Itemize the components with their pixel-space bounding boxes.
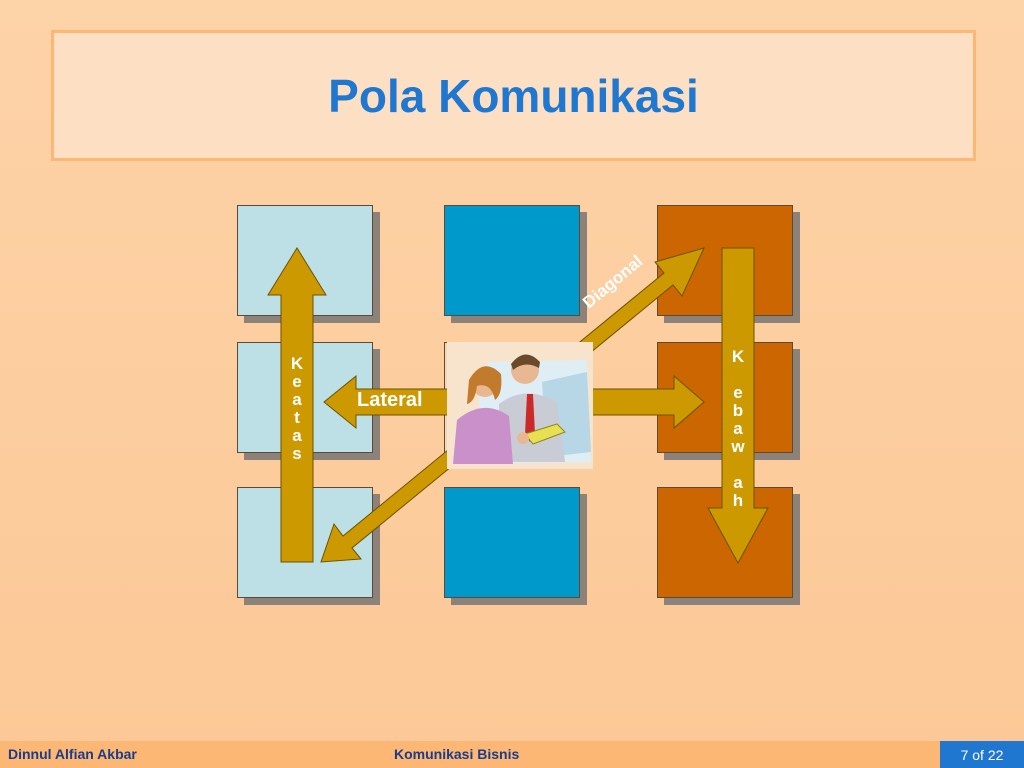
label-lateral: Lateral — [357, 389, 423, 411]
two-people-reading-icon — [447, 342, 593, 469]
footer-author: Dinnul Alfian Akbar — [8, 746, 137, 762]
slide-title: Pola Komunikasi — [328, 69, 699, 122]
footer-course: Komunikasi Bisnis — [394, 746, 520, 762]
footer-bar: Dinnul Alfian Akbar Komunikasi Bisnis 7 … — [0, 741, 1024, 768]
box-mid-bottom — [444, 487, 580, 598]
arrow-kebawah — [707, 247, 769, 565]
page-number: 7 of 22 — [940, 741, 1024, 768]
box-mid-top — [444, 205, 580, 316]
label-kebawah: K e b a w a h — [731, 347, 745, 510]
title-box: Pola Komunikasi — [51, 30, 976, 161]
label-keatas: K e a t a s — [290, 354, 304, 463]
arrow-keatas — [267, 247, 327, 563]
